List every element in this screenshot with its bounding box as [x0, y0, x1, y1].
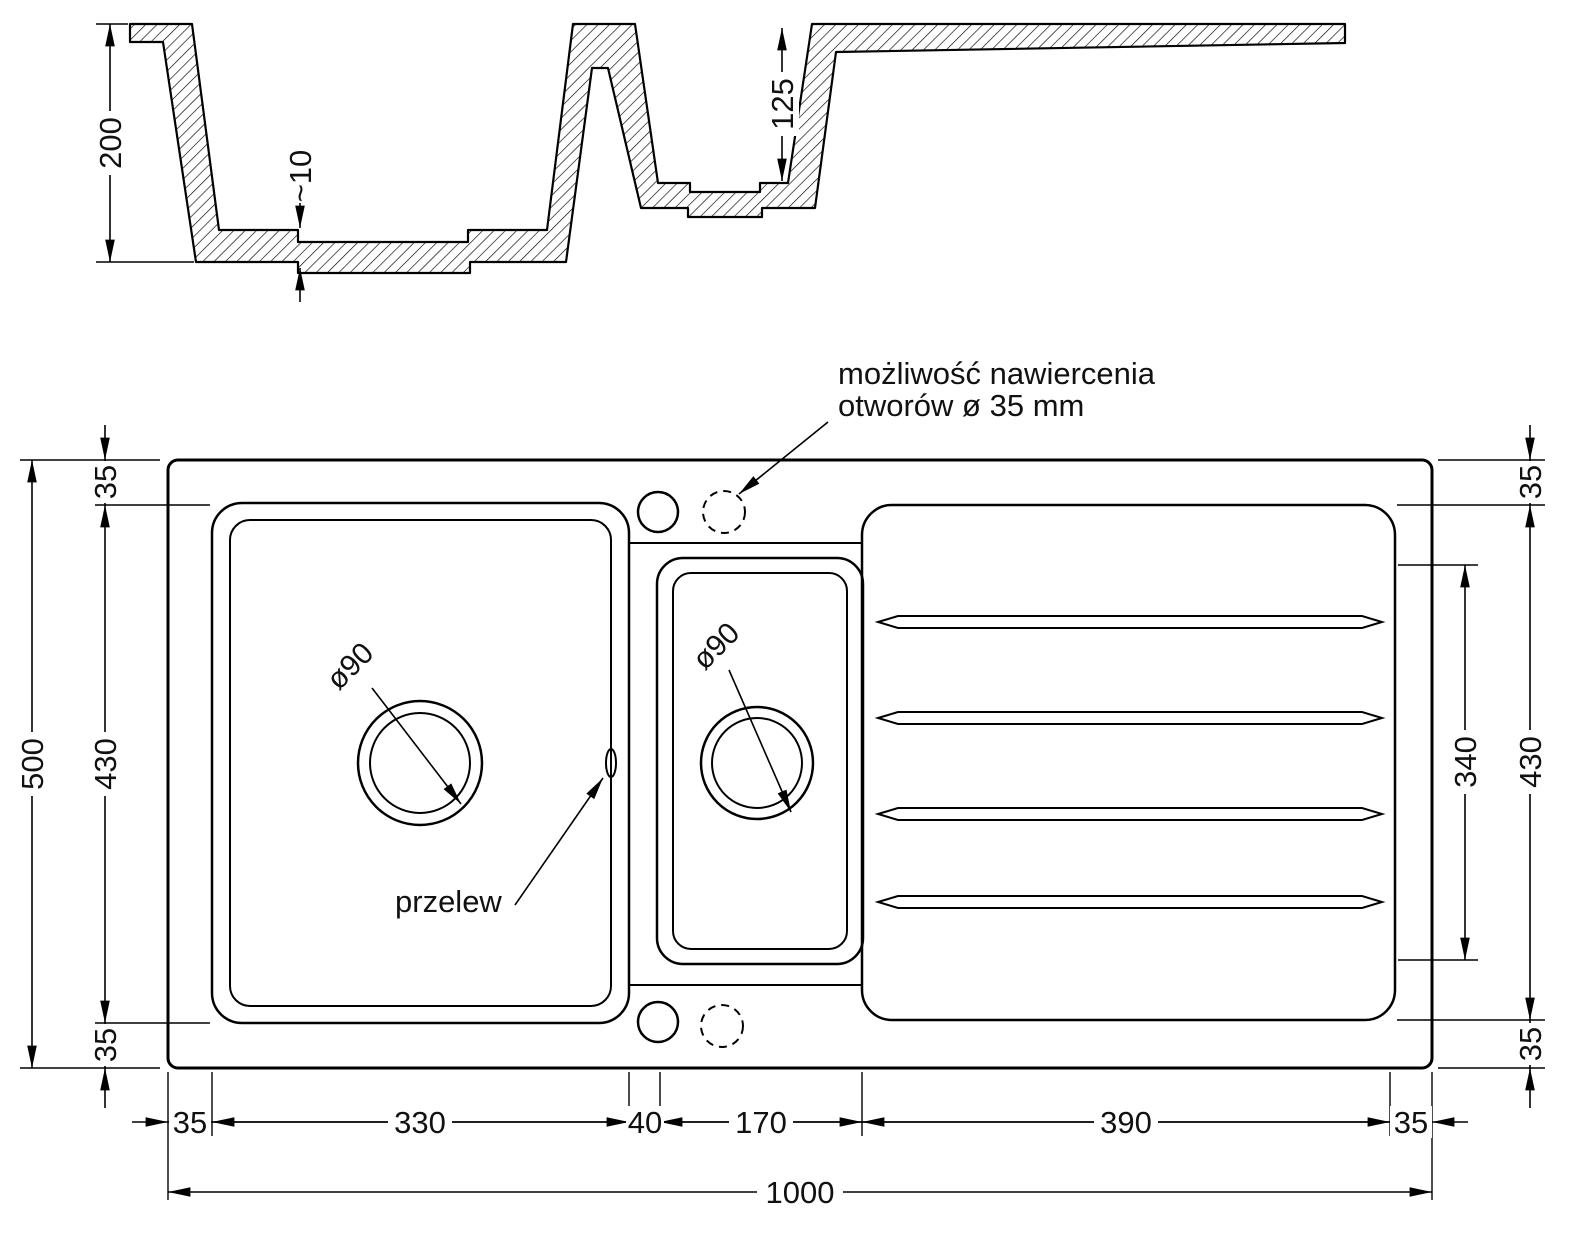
- tap-hole-bottom: [636, 1000, 680, 1044]
- label-backing: [89, 1024, 121, 1066]
- dim-label-10: ~10: [283, 150, 318, 203]
- section-material-profile: [128, 22, 1347, 275]
- small-basin-inner: [672, 572, 848, 950]
- drainer-groove: [874, 615, 1386, 629]
- annotations: możliwość nawiercenia otworów ø 35 mm ø9…: [320, 356, 1155, 919]
- label-backing: [765, 72, 799, 136]
- small-drain-outer: [699, 705, 815, 821]
- drill-note-line2: otworów ø 35 mm: [838, 388, 1084, 423]
- drill-note-leader: [738, 421, 829, 495]
- drainer-groove: [874, 711, 1386, 725]
- label-backing: [169, 1106, 211, 1138]
- dim-label-1000: 1000: [757, 1175, 843, 1210]
- main-basin-inner: [229, 519, 612, 1007]
- dim-text-125: 125: [765, 78, 800, 130]
- dim-text-40: 40: [628, 1105, 662, 1140]
- dim-text-10: ~10: [283, 150, 318, 203]
- dim-text-330: 330: [394, 1105, 446, 1140]
- small-drain-inner: [711, 717, 803, 809]
- dim-text-35: 35: [1394, 1105, 1428, 1140]
- dim-label-35-top-left: 35: [88, 461, 123, 503]
- sink-outer-outline: [166, 458, 1434, 1070]
- label-backing: [626, 1106, 664, 1138]
- dim-label-200: 200: [93, 111, 128, 175]
- dim-label-500: 500: [15, 732, 50, 796]
- label-backing: [88, 732, 122, 796]
- dim-label-35-bottom-right: 35: [1513, 1023, 1548, 1065]
- main-drain-diameter-label: ø90: [320, 636, 380, 696]
- small-drain-leader: [728, 669, 792, 813]
- label-backing: [1448, 730, 1482, 794]
- dim-label-330-seg: 330: [388, 1105, 452, 1140]
- dim-text-200: 200: [93, 117, 128, 169]
- label-backing: [89, 461, 121, 503]
- dim-text-430: 430: [1513, 736, 1548, 788]
- dim-text-430: 430: [88, 738, 123, 790]
- dim-text-35: 35: [1513, 465, 1548, 499]
- dim-label-390-seg: 390: [1094, 1105, 1158, 1140]
- dim-label-340: 340: [1448, 730, 1483, 794]
- overflow-leader: [514, 777, 604, 906]
- drill-note-line1: możliwość nawiercenia: [838, 356, 1156, 391]
- dim-text-500: 500: [15, 738, 50, 790]
- main-drain-inner: [369, 712, 471, 814]
- dim-text-35: 35: [1513, 1027, 1548, 1061]
- dim-label-35-seg-right: 35: [1390, 1105, 1432, 1140]
- dim-label-430-right: 430: [1513, 730, 1548, 794]
- label-backing: [93, 111, 127, 175]
- label-backing: [1513, 730, 1547, 794]
- dim-text-390: 390: [1100, 1105, 1152, 1140]
- dim-label-430-left: 430: [88, 732, 123, 796]
- label-backing: [1094, 1106, 1158, 1138]
- label-backing: [757, 1176, 843, 1209]
- dim-text-340: 340: [1448, 736, 1483, 788]
- tap-hole-bottom-optional: [700, 1004, 744, 1048]
- dia-text-left: ø90: [320, 636, 380, 696]
- label-backing: [729, 1106, 793, 1138]
- drainer-groove: [874, 895, 1386, 909]
- section-view: 200 ~10 125: [93, 22, 1347, 302]
- label-backing: [1514, 461, 1546, 503]
- small-basin-outer: [655, 556, 865, 966]
- dim-text-35: 35: [173, 1105, 207, 1140]
- plan-view: [166, 458, 1434, 1070]
- dim-label-125: 125: [765, 72, 800, 136]
- tap-hole-top: [636, 490, 680, 534]
- label-backing: [388, 1106, 452, 1138]
- small-drain-diameter-label: ø90: [686, 616, 746, 676]
- drainer-groove: [874, 807, 1386, 821]
- dim-bottom-thickness: ~10: [283, 150, 318, 302]
- dim-total-depth: 200: [93, 23, 194, 263]
- dim-label-35-bottom-left: 35: [88, 1024, 123, 1066]
- dim-label-170-seg: 170: [729, 1105, 793, 1140]
- dim-text-1000: 1000: [766, 1175, 835, 1210]
- overflow-label: przelew: [395, 884, 502, 919]
- main-drain-leader: [371, 687, 462, 805]
- dim-text-35: 35: [88, 1028, 123, 1062]
- drainer-outline: [860, 503, 1397, 1022]
- label-backing: [1390, 1106, 1432, 1138]
- dim-label-35-seg: 35: [169, 1105, 211, 1140]
- dimensions: 500 35 430 35 35 430: [15, 425, 1548, 1210]
- dim-label-35-top-right: 35: [1513, 461, 1548, 503]
- dim-small-basin-depth: 125: [765, 28, 800, 181]
- dim-text-35: 35: [88, 465, 123, 499]
- label-backing: [1514, 1023, 1546, 1065]
- overflow-hole: [605, 748, 617, 778]
- dia-text-right: ø90: [686, 616, 746, 676]
- main-basin-outer: [210, 501, 631, 1025]
- dim-label-40-seg: 40: [626, 1105, 664, 1140]
- main-drain-outer: [356, 699, 484, 827]
- dim-text-170: 170: [735, 1105, 787, 1140]
- label-backing: [15, 732, 49, 796]
- tap-hole-top-optional: [702, 490, 746, 534]
